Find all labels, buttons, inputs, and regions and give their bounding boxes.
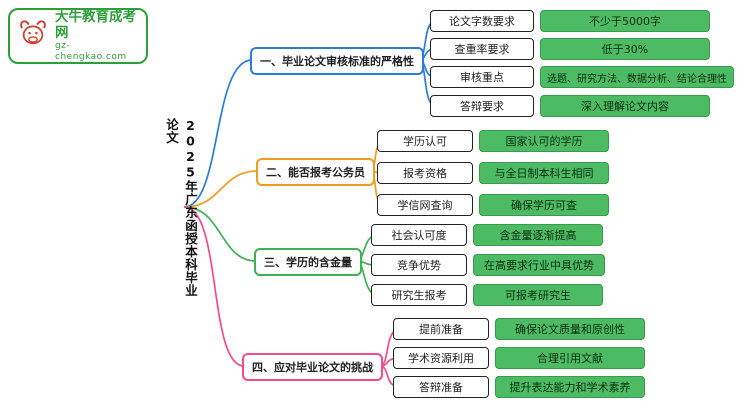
- sub-item-value: 可报考研究生: [473, 284, 603, 306]
- sub-item-label: 答辩要求: [430, 95, 534, 117]
- sub-item-value: 不少于5000字: [540, 10, 710, 32]
- root-node: 2025年广东函授本科毕业论文: [164, 118, 198, 297]
- sub-item-value: 提升表达能力和学术素养: [495, 376, 645, 398]
- site-logo[interactable]: 大牛教育成考网 gz-chengkao.com: [8, 8, 148, 64]
- sub-item-row: 研究生报考 可报考研究生: [371, 284, 603, 306]
- branch-node-4: 四、应对毕业论文的挑战: [242, 353, 383, 381]
- branch-node-3: 三、学历的含金量: [254, 248, 362, 276]
- bull-logo-icon: [16, 17, 50, 55]
- sub-item-value: 低于30%: [540, 38, 710, 60]
- sub-item-row: 查重率要求 低于30%: [430, 38, 710, 60]
- branch-node-2: 二、能否报考公务员: [256, 158, 375, 186]
- sub-item-label: 学术资源利用: [393, 347, 489, 369]
- sub-item-label: 学历认可: [377, 130, 473, 152]
- sub-item-row: 提前准备 确保论文质量和原创性: [393, 318, 645, 340]
- sub-item-label: 答辩准备: [393, 376, 489, 398]
- sub-item-value: 选题、研究方法、数据分析、结论合理性: [540, 66, 734, 88]
- sub-item-value: 在高要求行业中具优势: [473, 254, 605, 276]
- logo-title: 大牛教育成考网: [55, 9, 136, 41]
- sub-item-label: 竞争优势: [371, 254, 467, 276]
- sub-item-row: 答辩要求 深入理解论文内容: [430, 95, 710, 117]
- sub-item-label: 学信网查询: [377, 194, 473, 216]
- sub-item-value: 含金量逐渐提高: [473, 224, 603, 246]
- sub-item-label: 查重率要求: [430, 38, 534, 60]
- sub-item-row: 答辩准备 提升表达能力和学术素养: [393, 376, 645, 398]
- sub-item-value: 深入理解论文内容: [540, 95, 710, 117]
- sub-item-value: 国家认可的学历: [479, 130, 609, 152]
- sub-item-label: 研究生报考: [371, 284, 467, 306]
- sub-item-row: 学历认可 国家认可的学历: [377, 130, 609, 152]
- sub-item-row: 报考资格 与全日制本科生相同: [377, 162, 609, 184]
- sub-item-label: 提前准备: [393, 318, 489, 340]
- sub-item-row: 竞争优势 在高要求行业中具优势: [371, 254, 605, 276]
- sub-item-label: 报考资格: [377, 162, 473, 184]
- branch-node-1: 一、毕业论文审核标准的严格性: [250, 47, 424, 75]
- sub-item-label: 论文字数要求: [430, 10, 534, 32]
- sub-item-row: 学术资源利用 合理引用文献: [393, 347, 645, 369]
- logo-subtitle: gz-chengkao.com: [55, 41, 127, 62]
- sub-item-row: 社会认可度 含金量逐渐提高: [371, 224, 603, 246]
- sub-item-value: 与全日制本科生相同: [479, 162, 609, 184]
- sub-item-value: 合理引用文献: [495, 347, 645, 369]
- sub-item-value: 确保学历可查: [479, 194, 609, 216]
- sub-item-row: 学信网查询 确保学历可查: [377, 194, 609, 216]
- sub-item-label: 社会认可度: [371, 224, 467, 246]
- sub-item-label: 审核重点: [430, 66, 534, 88]
- sub-item-value: 确保论文质量和原创性: [495, 318, 645, 340]
- sub-item-row: 审核重点 选题、研究方法、数据分析、结论合理性: [430, 66, 734, 88]
- sub-item-row: 论文字数要求 不少于5000字: [430, 10, 710, 32]
